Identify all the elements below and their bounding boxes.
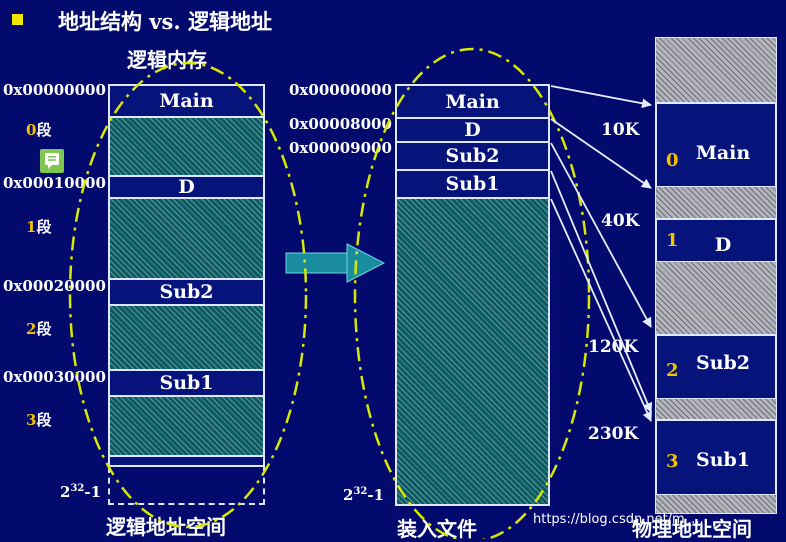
logical-address-1: 0x00010000	[3, 174, 106, 192]
physical-block-sub2: 2 Sub2	[655, 334, 777, 400]
size-label-230k: 230K	[588, 424, 639, 444]
comment-note-icon[interactable]	[40, 149, 64, 173]
logical-dashed-extension	[108, 467, 265, 505]
file-block-sub1: Sub1	[395, 169, 550, 199]
logical-block-main: Main	[108, 84, 265, 118]
title-bullet-icon	[12, 14, 23, 25]
physical-used-1	[655, 186, 777, 220]
physical-used-3	[655, 398, 777, 421]
file-top-address: 232-1	[343, 486, 385, 504]
logical-hatch-2	[108, 304, 265, 371]
logical-hatch-1	[108, 197, 265, 280]
logical-hatch-3	[108, 395, 265, 457]
segment-label-2: 2段	[26, 320, 52, 338]
map-arrow-main	[550, 85, 652, 109]
map-arrow-d	[550, 118, 652, 189]
logical-address-3: 0x00030000	[3, 368, 106, 386]
logical-top-address: 232-1	[60, 483, 102, 501]
segment-label-0: 0段	[26, 121, 52, 139]
file-block-d: D	[395, 117, 550, 143]
segment-label-1: 1段	[26, 218, 52, 236]
file-address-1: 0x00008000	[289, 115, 392, 133]
physical-block-main: 0 Main	[655, 102, 777, 188]
file-address-2: 0x00009000	[289, 139, 392, 157]
physical-used-2	[655, 261, 777, 336]
watermark-url: https://blog.csdn.net/m_...	[533, 512, 704, 527]
slide-title: 地址结构 vs. 逻辑地址	[58, 9, 272, 34]
logical-address-2: 0x00020000	[3, 277, 106, 295]
size-label-40k: 40K	[601, 211, 640, 231]
map-arrow-sub1	[550, 170, 653, 413]
physical-used-0	[655, 37, 777, 104]
logical-address-0: 0x00000000	[3, 81, 106, 99]
logical-ellipse	[68, 61, 308, 529]
size-label-10k: 10K	[601, 120, 640, 140]
logical-gap-strip	[108, 455, 265, 467]
logical-hatch-0	[108, 116, 265, 177]
physical-used-4	[655, 494, 777, 514]
file-address-0: 0x00000000	[289, 81, 392, 99]
logical-block-sub1: Sub1	[108, 369, 265, 397]
physical-block-d: 1 D	[655, 218, 777, 263]
physical-address-space-caption: 物理地址空间	[632, 517, 752, 541]
segment-label-3: 3段	[26, 411, 52, 429]
map-arrow-sub2	[550, 142, 652, 328]
file-hatch-free	[395, 197, 550, 506]
map-arrow-end-1	[550, 198, 652, 422]
file-ellipse	[353, 47, 591, 539]
logical-address-space-caption: 逻辑地址空间	[106, 515, 226, 539]
